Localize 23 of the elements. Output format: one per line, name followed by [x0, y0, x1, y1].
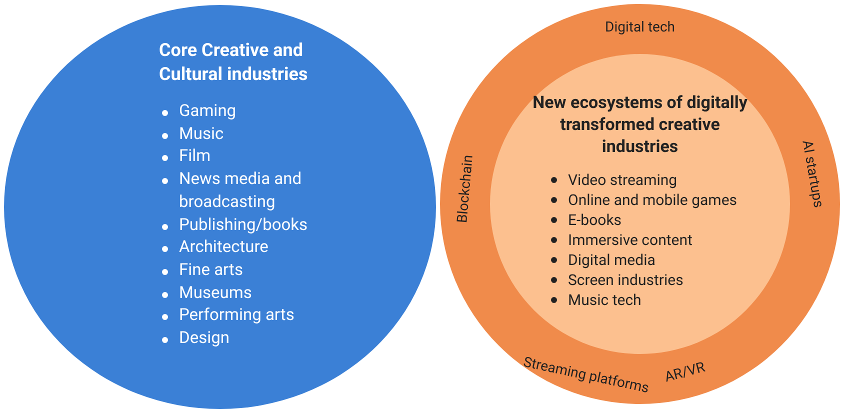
ring-label: AR/VR — [662, 359, 708, 387]
bullet-item: Online and mobile games — [568, 191, 738, 209]
bullet-item: Digital media — [568, 251, 656, 269]
bullet-item: News media and broadcasting — [179, 170, 302, 212]
heading-text: Core Creative and Cultural industries — [159, 39, 309, 87]
bullet-item: Video streaming — [568, 171, 678, 189]
bullet-item: Museums — [179, 284, 252, 303]
ring-label: Digital tech — [605, 20, 675, 36]
bullet-item: Publishing/books — [179, 216, 308, 235]
bullet-item: Film — [179, 147, 211, 166]
bullet-item: Gaming — [179, 102, 236, 121]
bullet-item: Fine arts — [179, 260, 243, 280]
bullet-item: Performing arts — [179, 306, 294, 326]
ring-label: Blockchain — [454, 154, 478, 224]
bullet-item: Immersive content — [568, 231, 692, 249]
bullet-item: Music tech — [568, 291, 642, 309]
bullet-item: Music — [179, 124, 224, 144]
bullet-item: Screen industries — [568, 271, 684, 289]
bullet-item: Architecture — [179, 238, 268, 258]
ring-label: AI startups — [798, 138, 826, 210]
bullet-item: E-books — [568, 211, 622, 229]
bullet-item: Design — [179, 329, 230, 348]
heading-text: New ecosystems of digitally transformed creative industries — [532, 92, 748, 158]
